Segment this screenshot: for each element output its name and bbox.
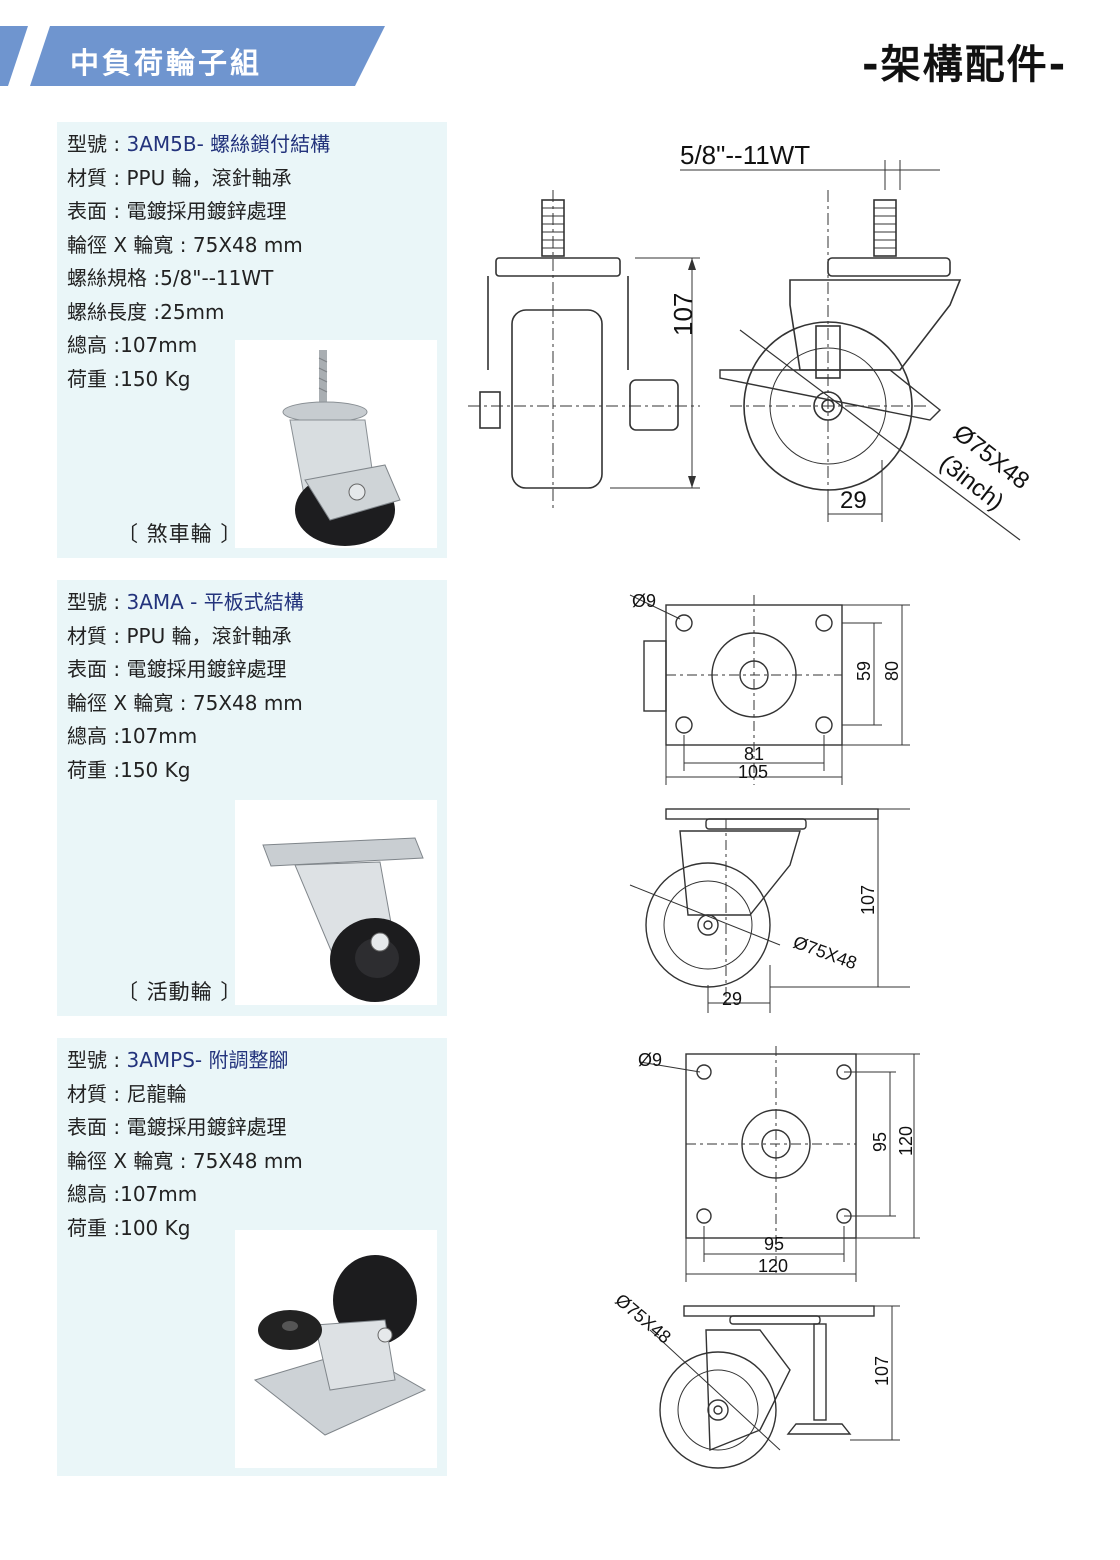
spec-material: 材質 : PPU 輪，滾針軸承 (67, 623, 292, 648)
height-dim-label: 107 (858, 885, 878, 915)
spec-surface: 表面 : 電鍍採用鍍鋅處理 (67, 199, 287, 223)
technical-drawing-3am5b: 5/8"--11WT 107 Ø75X48 (3inch) 29 (468, 140, 1034, 541)
spec-load: 荷重 :150 Kg (67, 366, 191, 391)
spec-height: 總高 :107mm (67, 724, 198, 748)
technical-drawing-3amps: Ø9 95 120 95 120 Ø75X48 107 (611, 1046, 920, 1469)
dim-105-label: 105 (738, 762, 768, 782)
spec-wheel-size: 輪徑 X 輪寬 : 75X48 mm (67, 690, 303, 715)
dim-95-horizontal-label: 95 (764, 1234, 784, 1254)
model-label: 型號 : (67, 1048, 121, 1072)
spec-load: 荷重 :150 Kg (67, 757, 191, 782)
caption-swivel-caster: 〔 活動輪 〕 (117, 980, 243, 1004)
dim-81-label: 81 (744, 744, 764, 764)
product-panel-3am5b: 型號 : 3AM5B- 螺絲鎖付結構 材質 : PPU 輪，滾針軸承 表面 : … (57, 122, 447, 558)
product-photo-leveling-caster (235, 1230, 437, 1468)
offset-dim-label: 29 (722, 989, 742, 1009)
spec-thread: 螺絲規格 :5/8"--11WT (67, 266, 274, 290)
technical-drawing-3ama: Ø9 59 80 81 105 107 Ø75X48 29 (629, 591, 910, 1013)
model-value: 3AM5B- 螺絲鎖付結構 (126, 132, 331, 156)
model-row: 型號 : 3AM5B- 螺絲鎖付結構 (67, 128, 330, 162)
product-panel-3ama: 型號 : 3AMA - 平板式結構 材質 : PPU 輪，滾針軸承 表面 : 電… (57, 580, 447, 1016)
product-photo-swivel-caster (235, 800, 437, 1005)
wheel-dim-label: Ø75X48 (611, 1290, 674, 1348)
model-row: 型號 : 3AMA - 平板式結構 (67, 586, 304, 620)
spec-thread-length: 螺絲長度 :25mm (67, 299, 225, 324)
spec-material: 材質 : PPU 輪，滾針軸承 (67, 165, 292, 190)
model-label: 型號 : (67, 132, 121, 156)
spec-height: 總高 :107mm (67, 1182, 198, 1206)
dim-120-vertical-label: 120 (896, 1126, 916, 1156)
offset-dim-label: 29 (840, 487, 867, 514)
dim-95-vertical-label: 95 (870, 1132, 890, 1152)
product-panel-3amps: 型號 : 3AMPS- 附調整腳 材質 : 尼龍輪 表面 : 電鍍採用鍍鋅處理 … (57, 1038, 447, 1476)
spec-surface: 表面 : 電鍍採用鍍鋅處理 (67, 657, 287, 681)
title-banner (0, 26, 385, 86)
caption-brake-caster: 〔 煞車輪 〕 (117, 522, 243, 546)
model-label: 型號 : (67, 590, 121, 614)
model-value: 3AMPS- 附調整腳 (126, 1048, 289, 1072)
wheel-dim-label: Ø75X48 (791, 932, 860, 973)
hole-dim-label: Ø9 (638, 1050, 662, 1070)
dim-120-horizontal-label: 120 (758, 1256, 788, 1276)
height-dim-label: 107 (668, 293, 698, 336)
hole-dim-label: Ø9 (632, 591, 656, 611)
spec-wheel-size: 輪徑 X 輪寬 : 75X48 mm (67, 232, 303, 257)
spec-surface: 表面 : 電鍍採用鍍鋅處理 (67, 1115, 287, 1139)
spec-wheel-size: 輪徑 X 輪寬 : 75X48 mm (67, 1148, 303, 1173)
model-row: 型號 : 3AMPS- 附調整腳 (67, 1044, 303, 1078)
spec-material: 材質 : 尼龍輪 (67, 1081, 187, 1106)
spec-height: 總高 :107mm (67, 333, 198, 357)
model-value: 3AMA - 平板式結構 (126, 590, 304, 614)
thread-dim-label: 5/8"--11WT (680, 140, 810, 170)
category-title: -架構配件- (862, 42, 1068, 88)
product-photo-brake-caster (235, 340, 437, 548)
spec-load: 荷重 :100 Kg (67, 1215, 191, 1240)
dim-80-label: 80 (882, 661, 902, 681)
height-dim-label: 107 (872, 1356, 892, 1386)
dim-59-label: 59 (854, 661, 874, 681)
series-title: 中負荷輪子組 (70, 46, 263, 80)
